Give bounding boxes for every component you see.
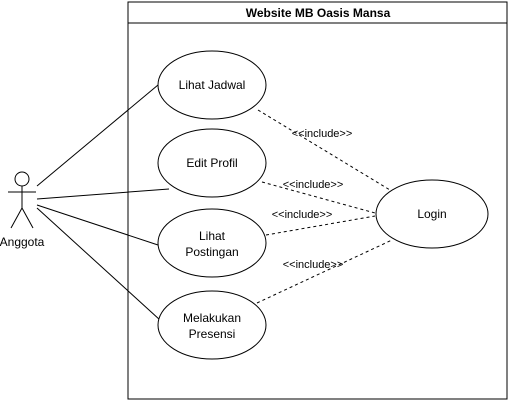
actor-stick-figure-icon xyxy=(8,171,36,229)
association-melakukan-presensi xyxy=(36,207,161,321)
use-case-melakukan-presensi: Melakukan Presensi xyxy=(157,290,267,360)
include-line-melakukan-presensi xyxy=(256,239,393,304)
use-case-lihat-postingan: Lihat Postingan xyxy=(157,208,267,278)
include-label-melakukan-presensi: <<include>> xyxy=(283,259,344,271)
association-lihat-jadwal xyxy=(36,84,159,187)
use-case-lihat-jadwal: Lihat Jadwal xyxy=(157,50,267,120)
use-case-melakukan-presensi-label-line2: Presensi xyxy=(189,327,236,341)
use-case-edit-profil-label: Edit Profil xyxy=(186,156,237,170)
use-case-lihat-postingan-label-line1: Lihat xyxy=(199,229,226,243)
include-label-lihat-postingan: <<include>> xyxy=(272,209,333,221)
actor-anggota: Anggota xyxy=(0,171,45,249)
use-case-melakukan-presensi-label-line1: Melakukan xyxy=(183,311,241,325)
use-case-edit-profil: Edit Profil xyxy=(157,128,267,198)
association-edit-profil xyxy=(36,188,170,200)
include-line-edit-profil xyxy=(261,181,376,214)
include-label-lihat-jadwal: <<include>> xyxy=(292,128,353,140)
include-label-edit-profil: <<include>> xyxy=(283,179,344,191)
include-line-lihat-postingan xyxy=(265,215,376,236)
use-case-login: Login xyxy=(375,179,489,249)
system-title: Website MB Oasis Mansa xyxy=(246,6,391,20)
include-lines xyxy=(256,109,393,304)
actor-label: Anggota xyxy=(0,235,45,249)
include-line-lihat-jadwal xyxy=(257,109,391,191)
include-labels: <<include>> <<include>> <<include>> <<in… xyxy=(272,128,353,271)
use-case-lihat-postingan-label-line2: Postingan xyxy=(185,245,238,259)
association-lihat-postingan xyxy=(36,204,159,246)
use-case-login-label: Login xyxy=(417,207,446,221)
association-lines xyxy=(36,84,170,321)
use-case-lihat-jadwal-label: Lihat Jadwal xyxy=(179,78,246,92)
